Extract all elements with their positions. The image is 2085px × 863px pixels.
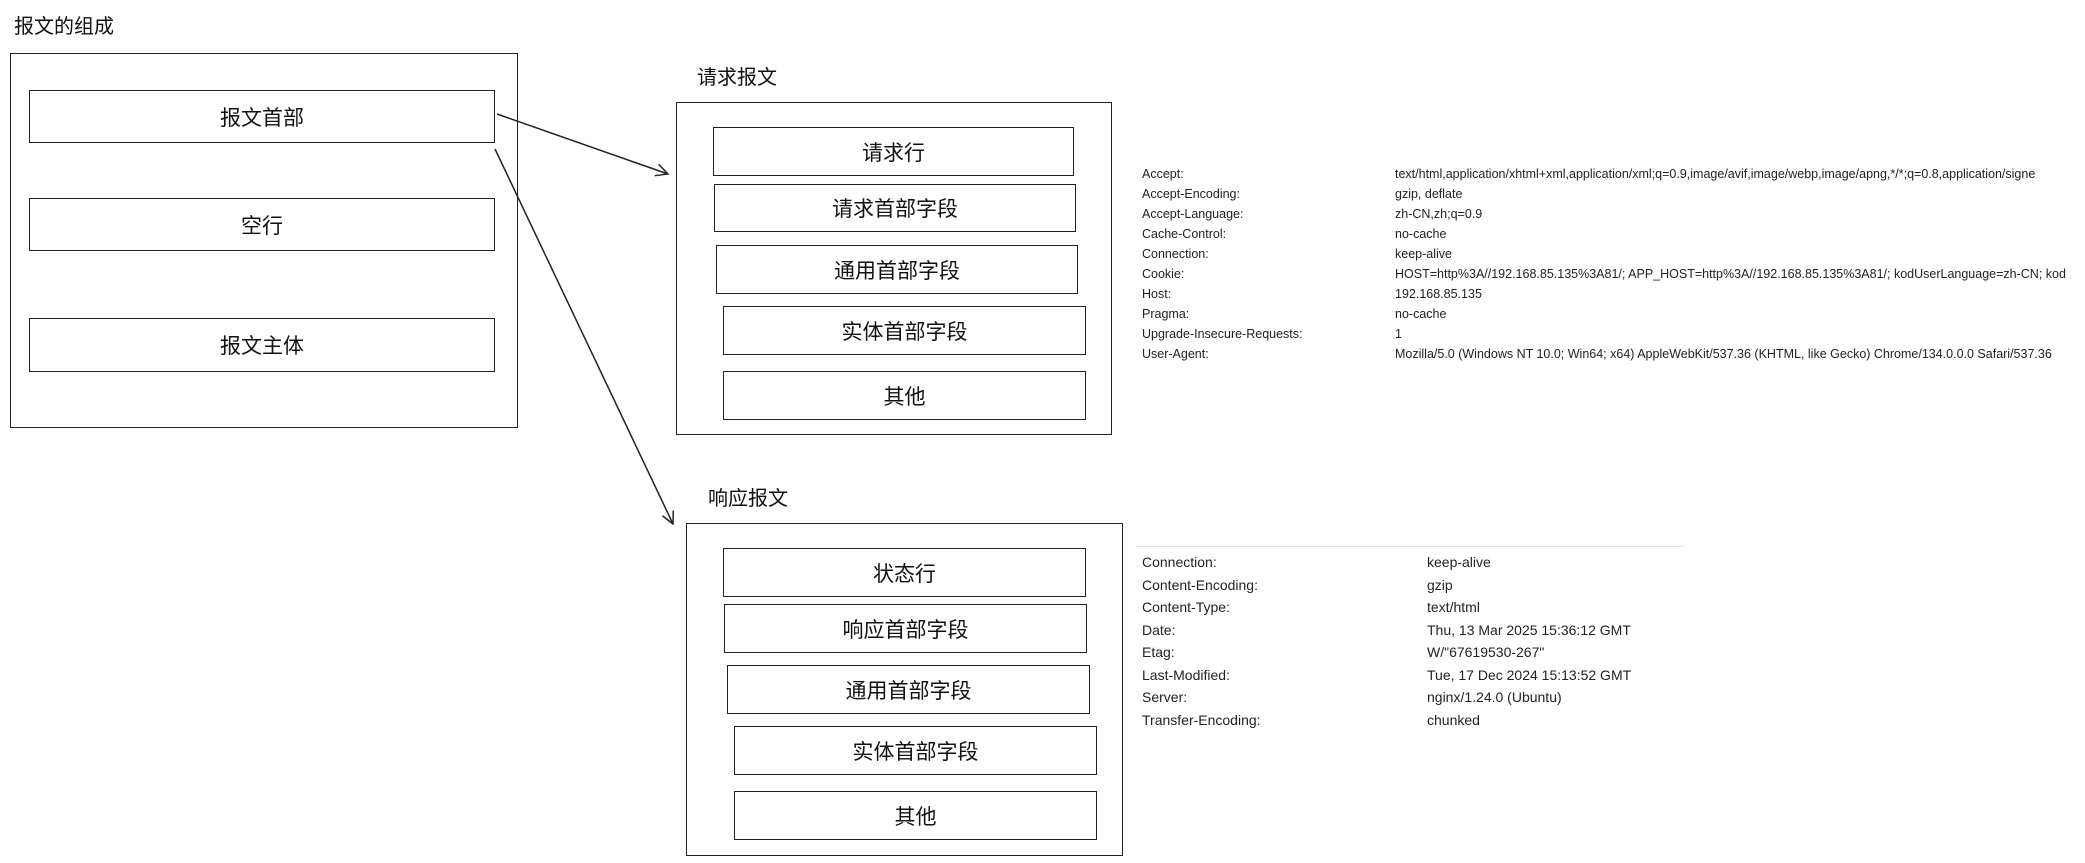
header-name: Accept: [1142, 167, 1184, 181]
arrow-to-response [494, 148, 673, 524]
header-value: keep-alive [1427, 554, 1491, 570]
response-header-fields-box: 响应首部字段 [724, 604, 1087, 653]
header-name: Upgrade-Insecure-Requests: [1142, 327, 1303, 341]
header-value: gzip [1427, 576, 1453, 593]
response-other-box: 其他 [734, 791, 1097, 840]
request-line-box: 请求行 [713, 127, 1074, 176]
header-value: Tue, 17 Dec 2024 15:13:52 GMT [1427, 666, 1632, 683]
header-value: 1 [1395, 327, 1402, 341]
header-name: Last-Modified: [1142, 666, 1230, 683]
request-other-box: 其他 [723, 371, 1086, 420]
message-header-box: 报文首部 [29, 90, 495, 143]
header-name: Connection: [1142, 247, 1209, 261]
request-headers-table: Accept: text/html,application/xhtml+xml,a… [1142, 164, 2085, 364]
header-name: Cache-Control: [1142, 227, 1227, 241]
header-name: User-Agent: [1142, 347, 1209, 361]
header-name: Host: [1142, 287, 1172, 301]
diagram-title: 报文的组成 [14, 14, 114, 38]
composition-frame [10, 53, 518, 428]
header-value: no-cache [1395, 227, 1447, 241]
header-value: 192.168.85.135 [1395, 287, 1482, 301]
header-value: zh-CN,zh;q=0.9 [1395, 207, 1483, 221]
header-value: HOST=http%3A//192.168.85.135%3A81/; APP_… [1395, 267, 2066, 281]
header-value: text/html [1427, 599, 1480, 615]
response-entity-header-fields-box: 实体首部字段 [734, 726, 1097, 775]
arrow-to-request [496, 113, 668, 174]
header-name: Connection: [1142, 554, 1217, 570]
request-message-title: 请求报文 [697, 65, 777, 89]
header-name: Accept-Language: [1142, 207, 1244, 221]
blank-line-box: 空行 [29, 198, 495, 251]
header-name: Server: [1142, 689, 1188, 705]
header-value: nginx/1.24.0 (Ubuntu) [1427, 689, 1562, 705]
header-value: Thu, 13 Mar 2025 15:36:12 GMT [1427, 621, 1631, 638]
header-name: Date: [1142, 621, 1176, 638]
header-value: Mozilla/5.0 (Windows NT 10.0; Win64; x64… [1395, 347, 2052, 361]
header-value: text/html,application/xhtml+xml,applicat… [1395, 167, 2036, 181]
header-name: Cookie: [1142, 267, 1185, 281]
response-headers-separator [1136, 546, 1684, 547]
header-name: Content-Type: [1142, 599, 1230, 615]
request-header-fields-box: 请求首部字段 [714, 184, 1076, 232]
header-value: gzip, deflate [1395, 187, 1463, 201]
response-general-header-fields-box: 通用首部字段 [727, 665, 1090, 714]
message-body-box: 报文主体 [29, 318, 495, 372]
header-value: keep-alive [1395, 247, 1452, 261]
header-value: chunked [1427, 711, 1480, 728]
header-value: W/"67619530-267" [1427, 644, 1545, 660]
header-name: Accept-Encoding: [1142, 187, 1240, 201]
response-frame [686, 523, 1123, 856]
status-line-box: 状态行 [723, 548, 1086, 597]
response-message-title: 响应报文 [708, 486, 788, 510]
header-name: Etag: [1142, 644, 1175, 660]
header-name: Pragma: [1142, 307, 1190, 321]
request-general-header-fields-box: 通用首部字段 [716, 245, 1078, 294]
header-name: Content-Encoding: [1142, 576, 1258, 593]
header-value: no-cache [1395, 307, 1447, 321]
header-name: Transfer-Encoding: [1142, 711, 1261, 728]
request-frame [676, 102, 1112, 435]
request-entity-header-fields-box: 实体首部字段 [723, 306, 1086, 355]
